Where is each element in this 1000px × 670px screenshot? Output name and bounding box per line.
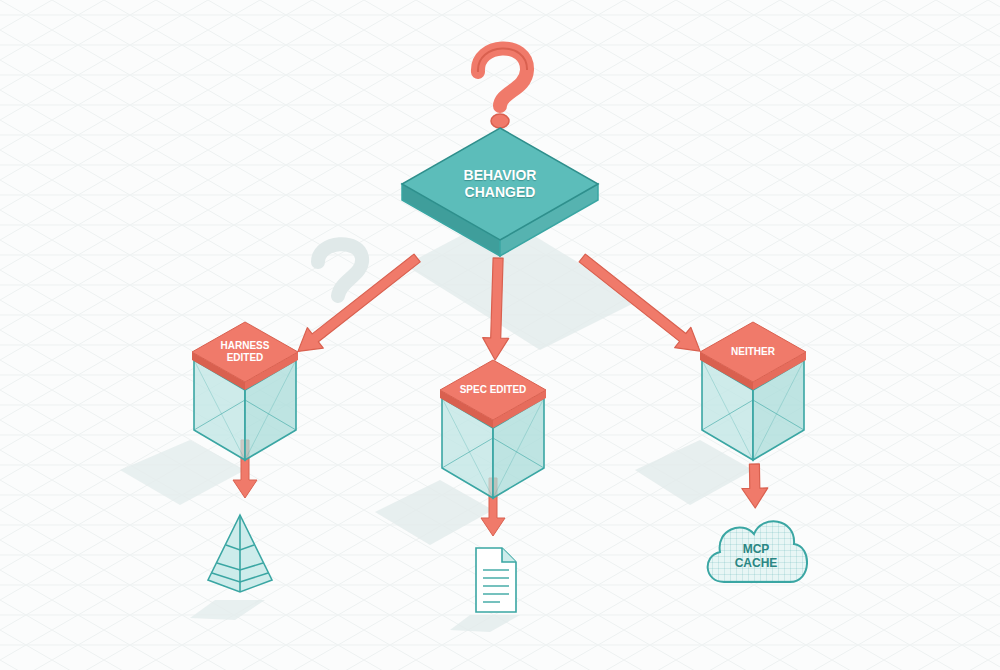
flow-arrow <box>298 254 420 351</box>
outcome-cube: SPEC EDITED <box>440 360 546 502</box>
cloud-fill <box>708 521 807 582</box>
arrow-shape <box>298 254 420 351</box>
label-cap <box>440 360 546 428</box>
question-shadow <box>318 244 362 296</box>
flow-arrow <box>742 464 768 508</box>
arrow-shape <box>742 464 768 508</box>
outcome-cube: HARNESS EDITED <box>192 322 298 464</box>
arrow-shape <box>483 258 509 360</box>
outcome-cube: NEITHER <box>700 322 806 464</box>
pyramid-icon <box>208 515 272 592</box>
question-mark-edge <box>478 48 527 72</box>
node-label: MCP CACHE <box>724 542 788 571</box>
arrow-shape <box>579 254 700 351</box>
decision-slab: BEHAVIOR CHANGED <box>402 128 598 258</box>
node-label: HARNESS EDITED <box>210 340 280 364</box>
node-outline <box>700 322 806 464</box>
node-label: SPEC EDITED <box>458 384 528 396</box>
node-label: NEITHER <box>718 346 788 358</box>
shadows <box>120 215 753 632</box>
label-cap <box>192 322 298 390</box>
cache-cloud: MCP CACHE <box>700 508 812 588</box>
document-icon <box>476 548 516 612</box>
node-outline <box>440 360 546 502</box>
question-mark <box>478 48 527 106</box>
cloud-icon <box>708 521 807 582</box>
node-label: BEHAVIOR CHANGED <box>435 167 565 201</box>
question-dot <box>491 114 509 128</box>
flow-arrow <box>483 258 509 360</box>
slab-top <box>402 128 598 240</box>
flow-arrow <box>579 254 700 351</box>
label-cap <box>700 322 806 390</box>
